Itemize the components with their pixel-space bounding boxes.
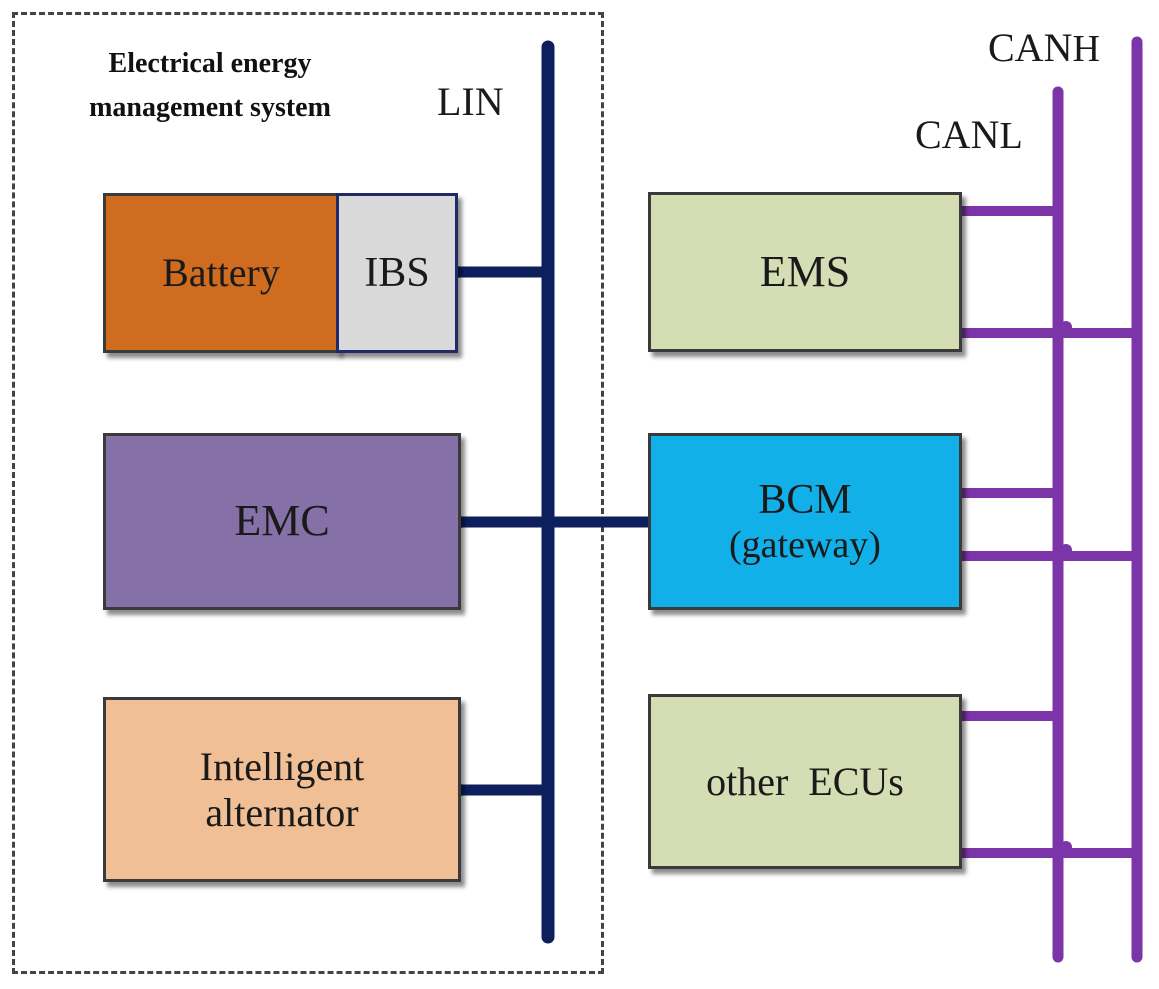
ibs-label: IBS — [364, 249, 430, 296]
other-ecus-box: other ECUs — [648, 694, 962, 869]
battery-label: Battery — [162, 250, 280, 295]
alternator-label-line2: alternator — [205, 789, 359, 835]
bcm-box: BCM (gateway) — [648, 433, 962, 610]
system-title-line1: Electrical energy — [108, 48, 312, 79]
emc-label: EMC — [234, 496, 330, 546]
alternator-label-line1: Intelligent — [199, 743, 365, 789]
canh-label: CANH — [988, 25, 1100, 70]
ems-label: EMS — [759, 246, 851, 296]
system-title-line2: management system — [89, 92, 331, 123]
canl-label: CANL — [915, 112, 1023, 157]
bcm-label-line2: (gateway) — [729, 523, 881, 566]
system-title: Electrical energy management system — [40, 42, 380, 130]
can-dot-ems — [1060, 321, 1072, 333]
lin-label: LIN — [437, 79, 504, 124]
energy-management-system-outline — [12, 12, 604, 974]
canh-label-main: CAN — [988, 25, 1073, 70]
canl-label-sub: L — [999, 115, 1023, 157]
can-dot-ecus — [1060, 841, 1072, 853]
emc-box: EMC — [103, 433, 461, 610]
can-dot-bcm — [1060, 544, 1072, 556]
ibs-box: IBS — [336, 193, 458, 353]
battery-box: Battery — [103, 193, 339, 353]
ems-box: EMS — [648, 192, 962, 352]
canh-label-sub: H — [1072, 28, 1100, 70]
alternator-box: Intelligent alternator — [103, 697, 461, 882]
bcm-label-line1: BCM — [758, 476, 852, 523]
canl-label-main: CAN — [915, 112, 1000, 157]
other-ecus-label: other ECUs — [706, 758, 904, 804]
